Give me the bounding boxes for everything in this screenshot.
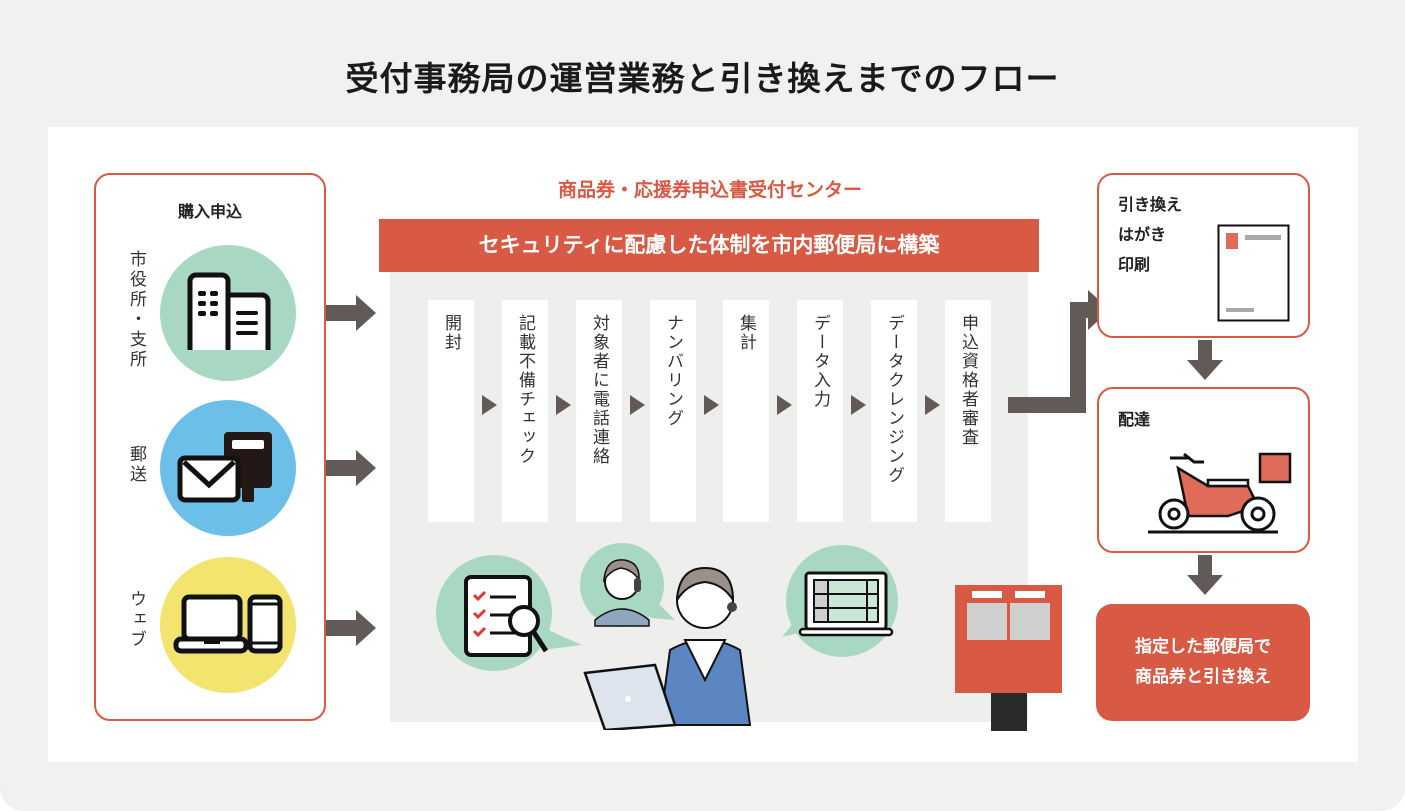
building-icon [187, 272, 271, 350]
step-label: 申込資格者審査 [958, 314, 978, 447]
step-arrow-icon [851, 395, 866, 415]
process-step: 申込資格者審査 [945, 300, 991, 522]
security-banner: セキュリティに配慮した体制を市内郵便局に構築 [379, 219, 1039, 272]
print-label-line: 印刷 [1118, 255, 1151, 274]
step-label: ナンバリング [663, 314, 683, 428]
arrow-right-icon [326, 450, 376, 486]
arrow-right-icon [326, 610, 376, 646]
caller-bubble-icon [580, 543, 675, 627]
process-step: 集計 [723, 300, 769, 522]
print-label-line: はがき [1118, 225, 1167, 244]
mail-circle [160, 400, 296, 536]
process-step: 対象者に電話連絡 [576, 300, 622, 522]
step-label: 開封 [441, 314, 461, 352]
postcard-icon [1217, 224, 1290, 322]
laptop-phone-icon [173, 594, 283, 654]
step-label: 記載不備チェック [515, 314, 535, 466]
exchange-at-post-office-box: 指定した郵便局で 商品券と引き換え [1096, 604, 1310, 721]
step-label: データ入力 [810, 314, 830, 409]
spreadsheet-bubble-icon [782, 545, 898, 657]
step-arrow-icon [556, 395, 571, 415]
step-label: 集計 [736, 314, 756, 352]
process-step: データクレンジング [871, 300, 917, 522]
mailbox-icon [955, 585, 1062, 731]
purchase-heading: 購入申込 [177, 202, 242, 221]
process-step: ナンバリング [650, 300, 696, 522]
mail-icon [177, 432, 272, 503]
step-arrow-icon [482, 395, 497, 415]
step-arrow-icon [925, 395, 940, 415]
print-postcard-label: 引き換え はがき 印刷 [1118, 190, 1182, 280]
channel-label-web: ウェブ [126, 590, 146, 650]
web-circle [160, 557, 296, 693]
step-label: データクレンジング [884, 314, 904, 485]
arrow-down-icon [1187, 555, 1223, 595]
center-heading: 商品券・応援券申込書受付センター [557, 179, 862, 201]
print-label-line: 引き換え [1118, 195, 1183, 214]
step-label: 対象者に電話連絡 [589, 314, 609, 466]
scooter-icon [1148, 452, 1292, 534]
delivery-label: 配達 [1118, 410, 1151, 429]
process-step: 開封 [428, 300, 474, 522]
step-arrow-icon [704, 395, 719, 415]
channel-label-mail: 郵送 [126, 445, 146, 485]
step-arrow-icon [777, 395, 792, 415]
final-label-line: 商品券と引き換え [1135, 667, 1271, 687]
channel-label-city-office: 市役所・支所 [126, 250, 146, 370]
step-arrow-icon [630, 395, 645, 415]
city-office-circle [160, 245, 296, 381]
final-label-line: 指定した郵便局で [1135, 637, 1271, 657]
operator-illustration [583, 566, 752, 730]
checklist-bubble-icon [436, 555, 582, 671]
arrow-down-icon [1187, 340, 1223, 380]
process-step: データ入力 [797, 300, 843, 522]
arrow-right-icon [326, 295, 376, 331]
process-step: 記載不備チェック [502, 300, 548, 522]
page-title: 受付事務局の運営業務と引き換えまでのフロー [345, 59, 1060, 98]
